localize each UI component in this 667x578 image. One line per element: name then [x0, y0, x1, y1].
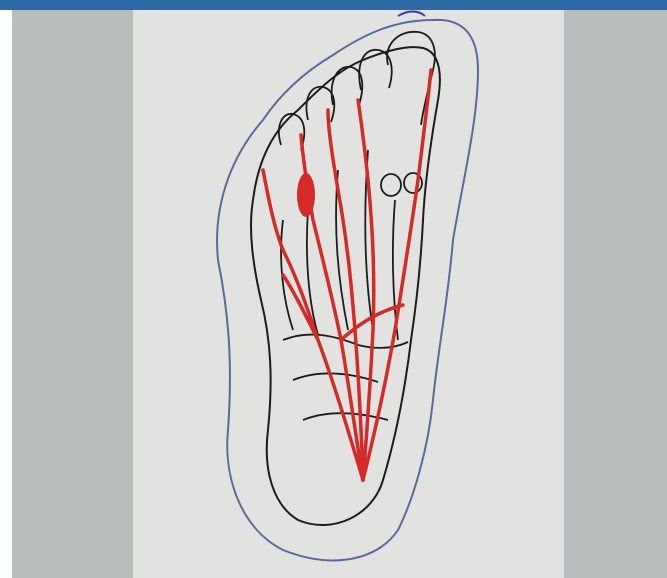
pen-mark — [398, 12, 425, 17]
foot-drawing — [133, 10, 564, 578]
frame-edge — [10, 10, 12, 578]
outer-foot-outline — [217, 20, 478, 561]
red-vessels — [263, 70, 431, 480]
photo-frame — [10, 10, 667, 578]
inner-foot-outline — [251, 47, 440, 525]
paper-sheet — [133, 10, 564, 578]
header-bar — [0, 0, 667, 10]
